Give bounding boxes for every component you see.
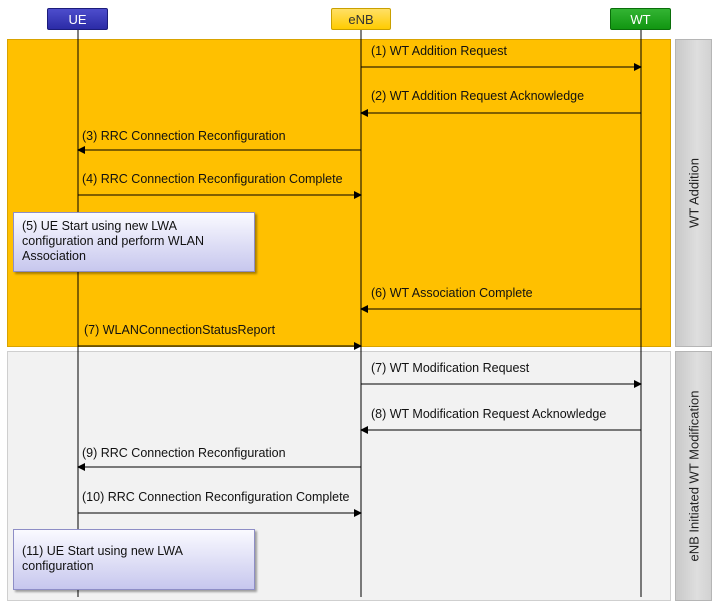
wt-entity: WT xyxy=(610,8,671,30)
message-label-2: (2) WT Addition Request Acknowledge xyxy=(371,89,585,103)
enb-entity: eNB xyxy=(331,8,391,30)
note-step-5: (5) UE Start using new LWA configuration… xyxy=(13,212,255,272)
message-label-6: (6) WT Association Complete xyxy=(371,286,533,300)
message-label-9: (9) RRC Connection Reconfiguration xyxy=(82,446,286,460)
message-label-10: (10) RRC Connection Reconfiguration Comp… xyxy=(82,490,350,504)
wt-addition-phase-band xyxy=(7,39,671,347)
message-label-3: (3) RRC Connection Reconfiguration xyxy=(82,129,286,143)
message-label-7-status: (7) WLANConnectionStatusReport xyxy=(84,323,276,337)
ue-entity: UE xyxy=(47,8,108,30)
message-label-1: (1) WT Addition Request xyxy=(371,44,507,58)
message-label-4: (4) RRC Connection Reconfiguration Compl… xyxy=(82,172,343,186)
wt-addition-phase-label: WT Addition xyxy=(675,39,712,347)
wt-modification-phase-label: eNB Initiated WT Modification xyxy=(675,351,712,601)
message-label-8: (8) WT Modification Request Acknowledge xyxy=(371,407,607,421)
message-label-7-mod: (7) WT Modification Request xyxy=(371,361,530,375)
note-step-11: (11) UE Start using new LWA configuratio… xyxy=(13,529,255,590)
